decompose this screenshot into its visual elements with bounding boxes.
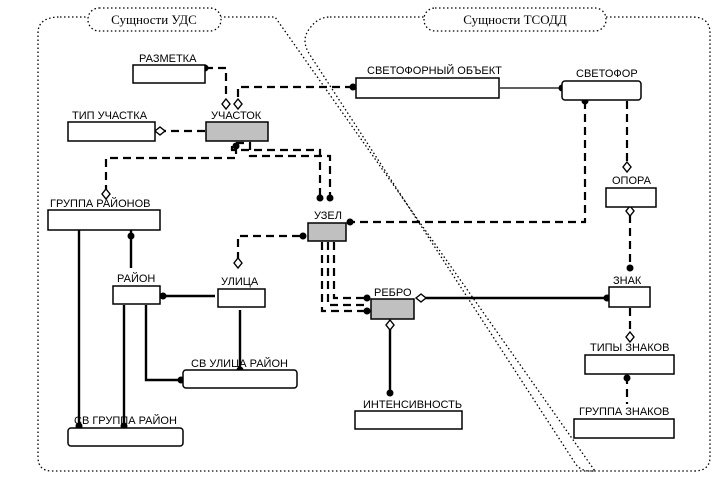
entity-svetofor[interactable]: СВЕТОФОР [561,68,642,101]
relationship-lines [77,66,632,426]
svg-text:Сущности УДС: Сущности УДС [111,12,197,27]
group-uds-boundary [37,16,597,472]
svg-text:РАЙОН: РАЙОН [117,272,155,285]
svg-text:Сущности ТСОДД: Сущности ТСОДД [463,12,567,27]
svg-text:УЧАСТОК: УЧАСТОК [211,110,262,122]
entity-rebro[interactable]: РЕБРО [370,287,415,320]
rel-uchastok-gruppa-rayonov [104,146,238,192]
entity-sv-gruppa-rayon[interactable]: СВ ГРУППА РАЙОН [67,414,184,447]
relationship-markers [75,64,635,430]
rel-razmetka-uchastok [205,66,228,102]
svg-text:ТИПЫ ЗНАКОВ: ТИПЫ ЗНАКОВ [590,342,669,354]
rel-uzel-rebro-2 [326,242,367,307]
entity-ulitsa[interactable]: УЛИЦА [217,276,266,308]
svg-text:РАЗМЕТКА: РАЗМЕТКА [139,53,197,65]
rel-uzel-rebro-1 [320,242,367,313]
svg-text:СВ ГРУППА РАЙОН: СВ ГРУППА РАЙОН [74,414,177,427]
rel-svetofor-uzel [350,101,587,224]
group-tsodd-label: Сущности ТСОДД [423,7,607,32]
entity-tip-uchastka[interactable]: ТИП УЧАСТКА [67,110,156,142]
entity-razmetka[interactable]: РАЗМЕТКА [132,53,206,84]
entity-gruppa-znakov[interactable]: ГРУППА ЗНАКОВ [573,406,675,439]
svg-text:УЗЕЛ: УЗЕЛ [314,210,342,222]
entity-tipy-znakov[interactable]: ТИПЫ ЗНАКОВ [584,342,675,375]
svg-text:СВЕТОФОР: СВЕТОФОР [576,68,638,80]
svg-text:ОПОРА: ОПОРА [612,175,652,187]
entity-uchastok[interactable]: УЧАСТОК [205,110,269,142]
rel-svetofornyi-obekt-uchastok [236,85,353,102]
svg-text:УЛИЦА: УЛИЦА [221,276,259,288]
svg-text:СВ УЛИЦА РАЙОН: СВ УЛИЦА РАЙОН [191,357,288,370]
entity-znak[interactable]: ЗНАК [608,275,651,308]
entity-opora[interactable]: ОПОРА [605,175,657,208]
group-tsodd-boundary [304,16,711,472]
svg-text:ГРУППА РАЙОНОВ: ГРУППА РАЙОНОВ [50,197,150,210]
entity-gruppa-rayonov[interactable]: ГРУППА РАЙОНОВ [47,197,161,231]
entity-uzel[interactable]: УЗЕЛ [307,210,347,242]
svg-text:ЗНАК: ЗНАК [613,275,642,287]
svg-text:РЕБРО: РЕБРО [374,287,412,299]
svg-text:ГРУППА ЗНАКОВ: ГРУППА ЗНАКОВ [579,406,669,418]
filled-dots [75,64,634,430]
entity-svetofornyi-obekt[interactable]: СВЕТОФОРНЫЙ ОБЪЕКТ [355,64,502,99]
rel-uchastok-uzel-1 [230,146,322,198]
entity-rayon[interactable]: РАЙОН [112,272,161,305]
svg-text:СВЕТОФОРНЫЙ ОБЪЕКТ: СВЕТОФОРНЫЙ ОБЪЕКТ [367,64,502,77]
rel-uzel-rebro-3 [332,242,367,300]
dashed-relationships [104,66,632,404]
entity-sv-ulitsa-rayon[interactable]: СВ УЛИЦА РАЙОН [182,357,298,389]
solid-relationships [77,228,607,426]
hollow-diamonds [101,97,635,344]
svg-text:ИНТЕНСИВНОСТЬ: ИНТЕНСИВНОСТЬ [363,399,462,411]
rel-rayon-sv-ulitsa [144,305,181,382]
rel-ulitsa-uzel [236,234,303,260]
group-uds-label: Сущности УДС [87,7,222,32]
entity-intensivnost[interactable]: ИНТЕНСИВНОСТЬ [354,399,463,430]
rel-uchastok-uzel-2 [236,141,332,198]
svg-text:ТИП УЧАСТКА: ТИП УЧАСТКА [72,110,148,122]
